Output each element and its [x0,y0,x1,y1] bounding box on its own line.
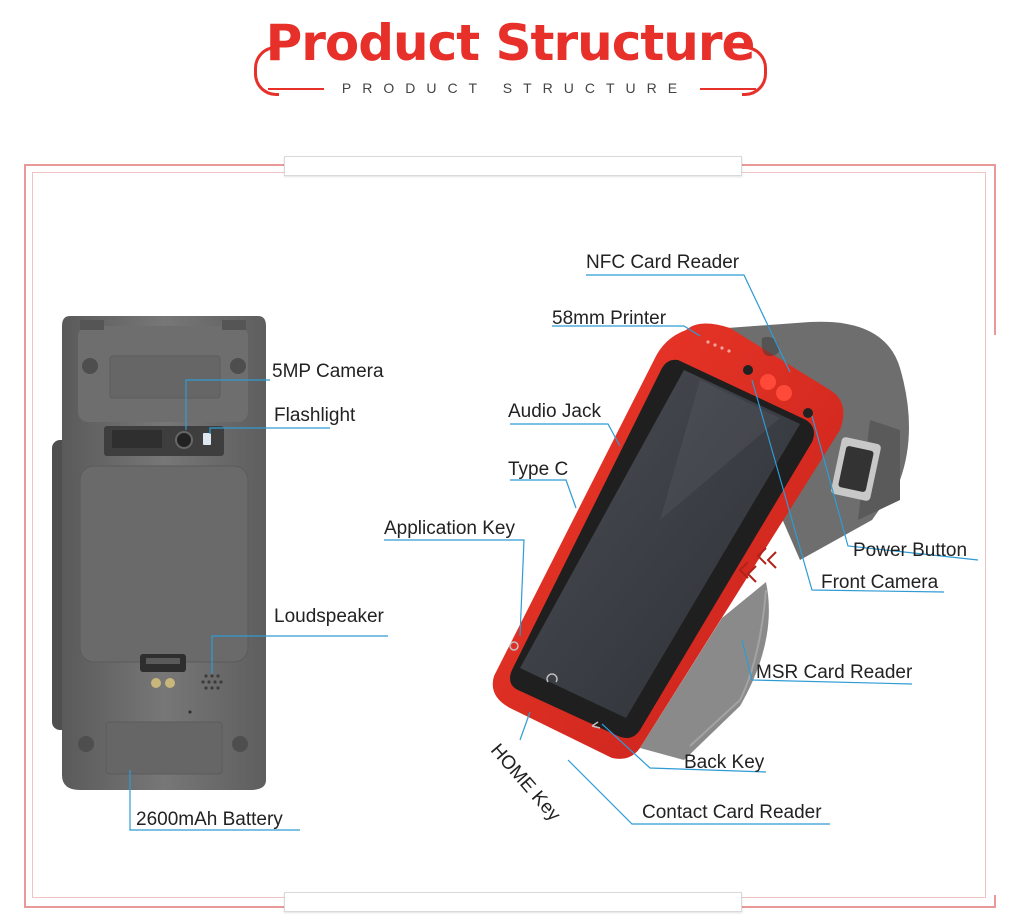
back-key-icon [591,721,601,729]
label-back-key: Back Key [684,752,765,773]
camera-lens-icon [175,431,193,449]
back-view-device [52,316,266,790]
label-flashlight: Flashlight [274,405,356,426]
power-button-icon [803,408,813,418]
label-58mm-printer: 58mm Printer [552,308,667,329]
loudspeaker-grill-icon [201,674,223,690]
callout-lines [129,274,979,831]
label-loudspeaker: Loudspeaker [274,606,384,627]
label-5mp-camera: 5MP Camera [272,361,384,382]
label-audio-jack: Audio Jack [508,401,601,422]
label-msr-card-reader: MSR Card Reader [756,662,913,683]
label-contact-card-reader: Contact Card Reader [642,802,822,823]
label-application-key: Application Key [384,518,515,539]
flashlight-icon [203,433,211,445]
frame-gap-right [990,335,1000,895]
label-front-camera: Front Camera [821,572,939,593]
frame-tab-top [284,156,742,176]
subtitle-rule-left [268,88,324,90]
label-type-c: Type C [508,459,569,480]
frame-tab-bottom [284,892,742,912]
home-key-icon [546,673,558,683]
front-view-device [492,321,909,760]
page-title: Product Structure [265,14,756,72]
label-power-button: Power Button [853,540,968,561]
application-key-icon [509,641,519,651]
subtitle-rule-right [700,88,756,90]
label-battery: 2600mAh Battery [136,809,283,830]
label-nfc-card-reader: NFC Card Reader [586,252,740,273]
nfc-contactless-icon [738,547,777,583]
front-camera-icon [743,365,753,375]
page-subtitle: PRODUCT STRUCTURE [341,80,689,96]
